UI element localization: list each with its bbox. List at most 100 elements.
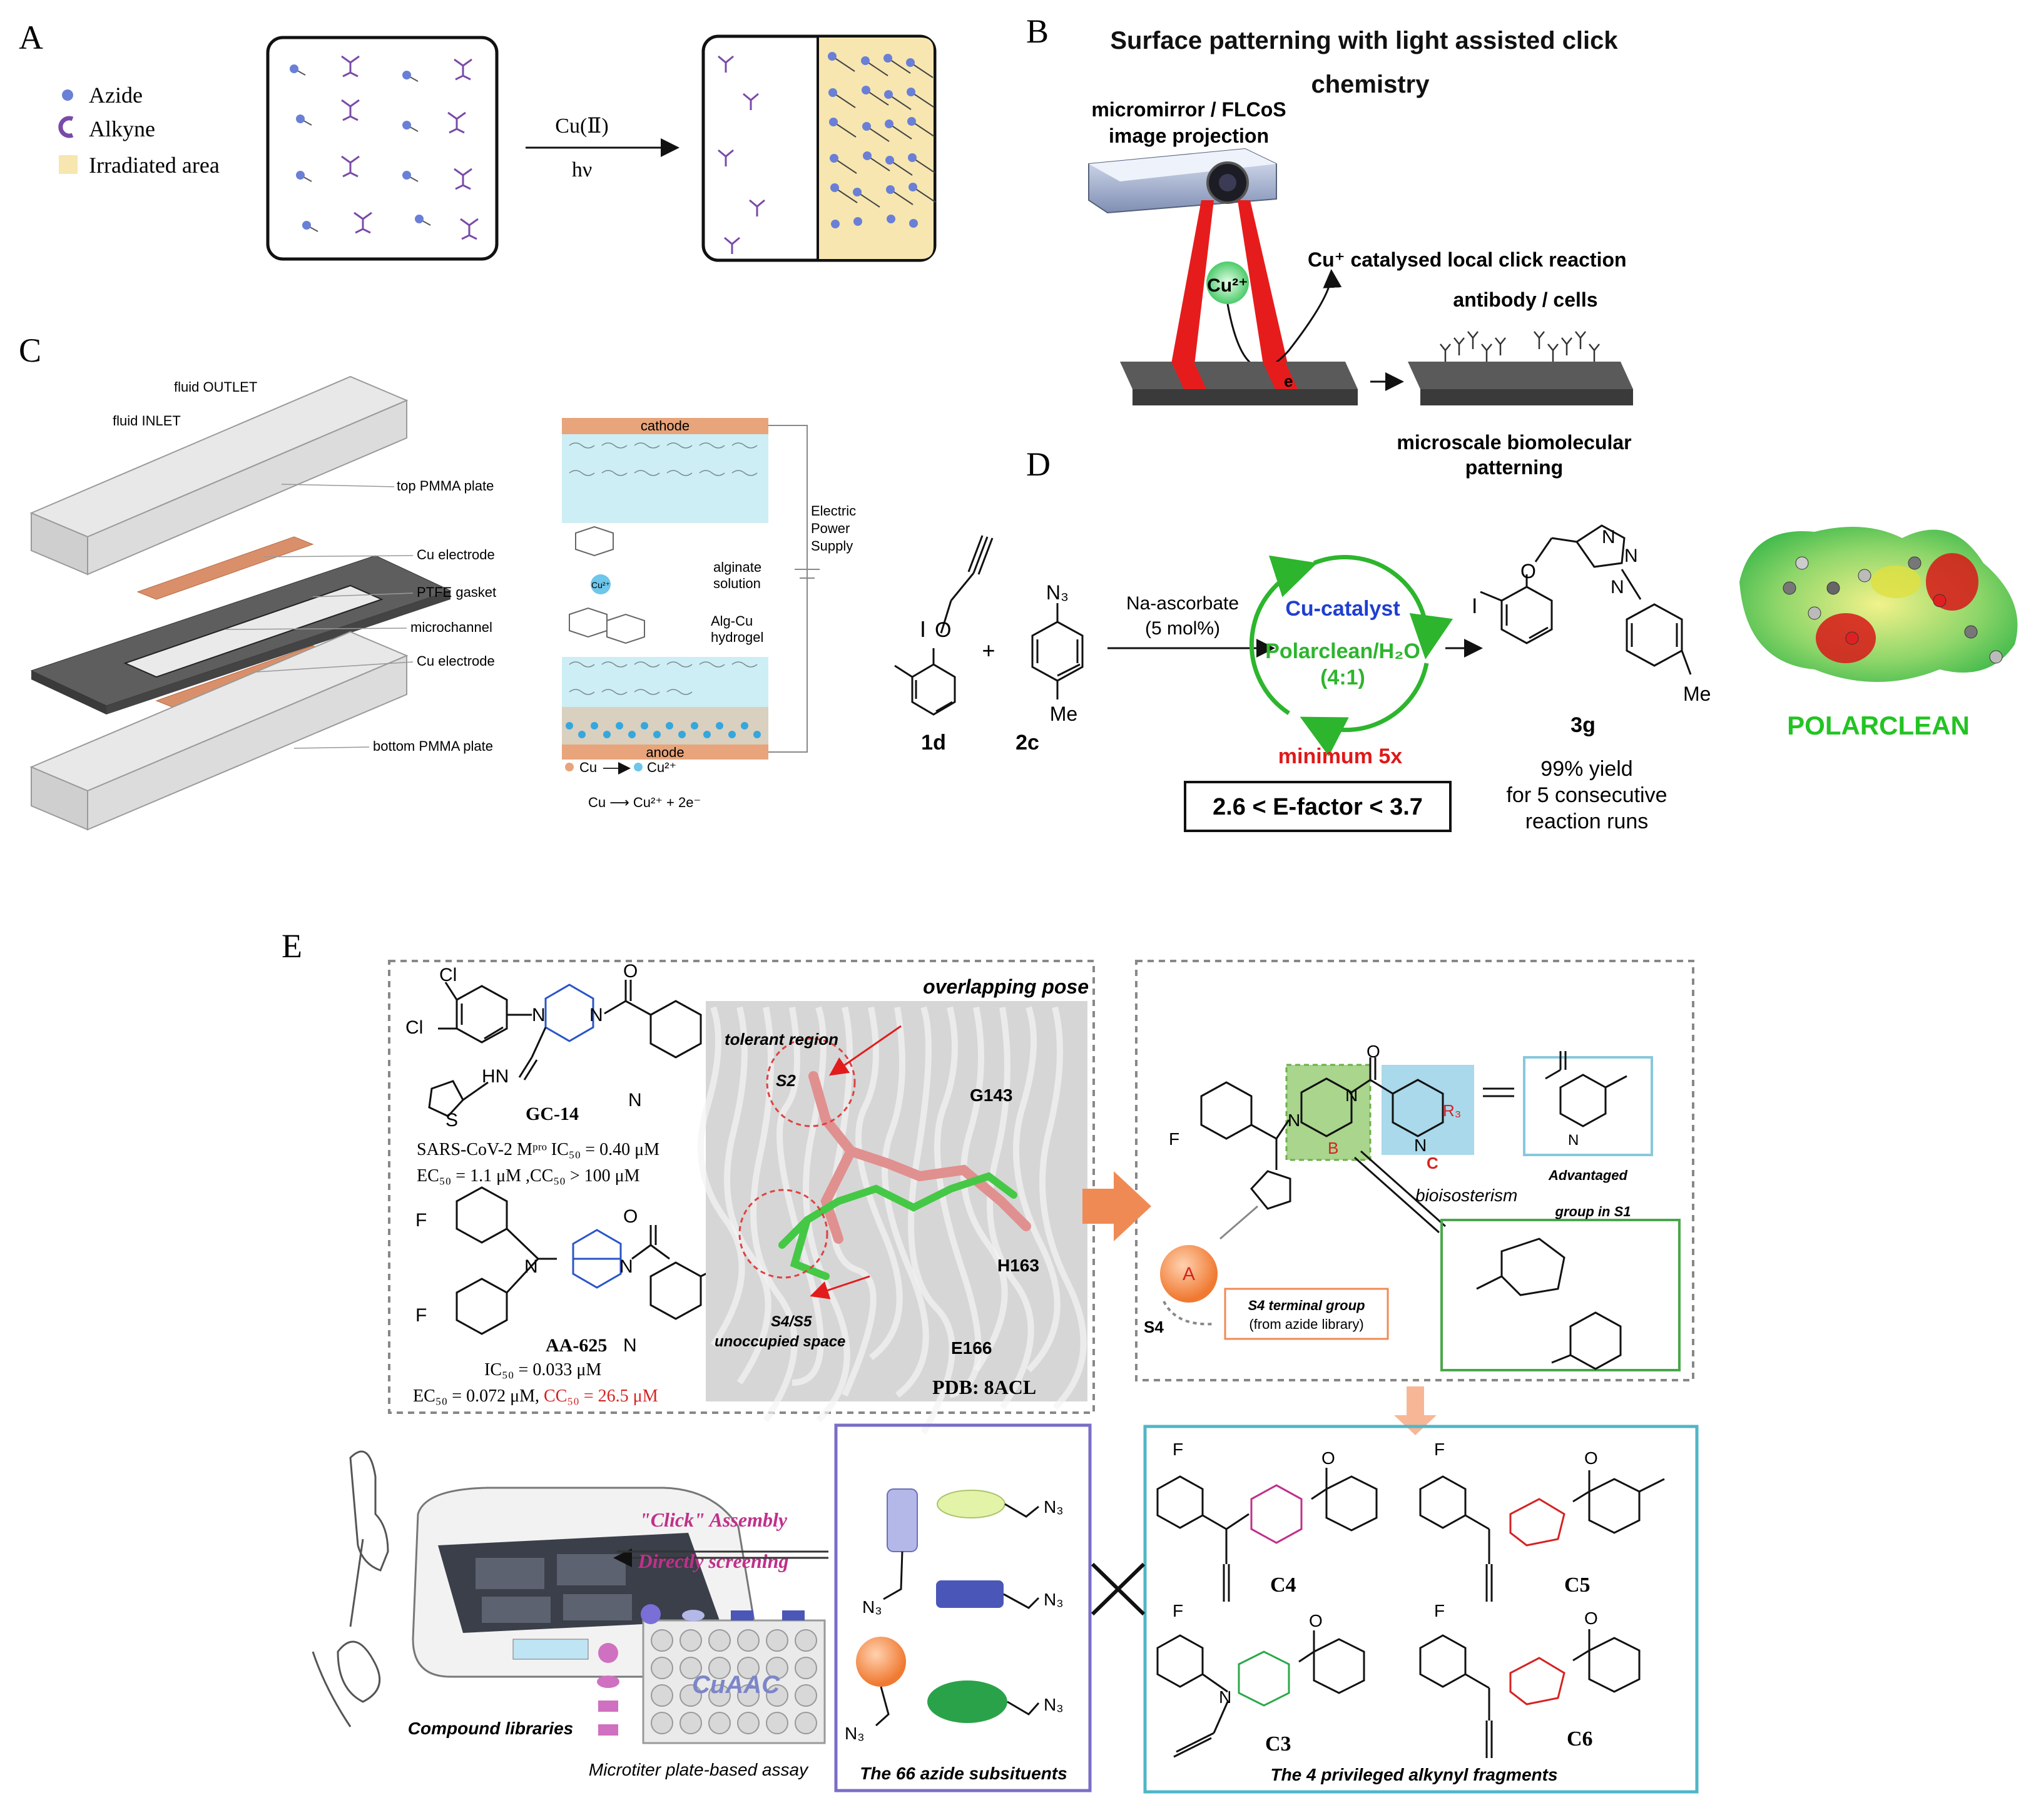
- legend-cu: Cu: [579, 760, 597, 775]
- design-f: F: [1169, 1129, 1179, 1149]
- reagent-cu: Cu(Ⅱ): [555, 114, 608, 138]
- aa625-structure: [456, 1186, 726, 1335]
- overlapping-pose-label: overlapping pose: [923, 975, 1089, 998]
- projector-icon: [1088, 148, 1277, 214]
- s2-label: S2: [776, 1071, 796, 1090]
- label-n-3g-a: N: [1602, 527, 1616, 547]
- svg-text:EC₅₀ = 0.072 μM, CC₅₀ = 26.5 μ: EC₅₀ = 0.072 μM, CC₅₀ = 26.5 μM: [413, 1386, 658, 1406]
- power-label-2: Power: [811, 521, 850, 536]
- aa625-cc50: CC₅₀ = 26.5 μM: [544, 1386, 658, 1406]
- azide-box-label: The 66 azide subsituents: [860, 1764, 1067, 1783]
- aa625-f-1: F: [415, 1210, 427, 1231]
- compound-1d: [894, 535, 994, 716]
- microtiter-plate: [642, 1619, 826, 1744]
- plus-sign: +: [982, 638, 995, 663]
- label-1d: 1d: [921, 731, 946, 755]
- design-n-1: N: [1288, 1111, 1300, 1130]
- azide-ball-icon: [856, 1637, 906, 1687]
- label-me-3g: Me: [1683, 683, 1711, 705]
- lead-compounds-box: [388, 960, 1095, 1414]
- panel-c: fluid OUTLET fluid INLET top PMMA plate …: [29, 375, 856, 831]
- electrochemical-cell: cathode anode Electric Power Supply algi…: [562, 418, 856, 810]
- advantaged-label-1: Advantaged: [1548, 1167, 1627, 1183]
- advantaged-group-box: [1523, 1056, 1653, 1156]
- gc14-n-3: N: [628, 1090, 642, 1111]
- antibody-cluster: [1440, 331, 1600, 362]
- projector-label-1: micromirror / FLCoS: [1091, 98, 1286, 121]
- fluid-inlet-label: fluid INLET: [113, 413, 181, 429]
- gc14-cl-1: Cl: [439, 965, 457, 985]
- h163-label: H163: [997, 1256, 1039, 1275]
- power-label-3: Supply: [811, 538, 853, 554]
- reagent-mol: (5 mol%): [1145, 618, 1220, 639]
- s4s5-label-1: S4/S5: [771, 1313, 812, 1330]
- alkynyl-box-label: The 4 privileged alkynyl fragments: [1270, 1765, 1557, 1784]
- slide-top-right: [1408, 362, 1633, 389]
- condition-hv: hν: [572, 158, 592, 181]
- power-label-1: Electric: [811, 503, 856, 519]
- legend-cu2: Cu²⁺: [647, 760, 676, 775]
- alginate-label-1: alginate: [713, 559, 761, 575]
- crosslinked-network: [718, 52, 936, 254]
- cu-ion-icon: [591, 574, 611, 594]
- s4s5-label-2: unoccupied space: [715, 1333, 845, 1350]
- pattern-stripe-2: [1263, 362, 1298, 389]
- panel-letter-d: D: [1026, 445, 1051, 483]
- gc14-o: O: [623, 961, 638, 982]
- design-n-2: N: [1345, 1085, 1358, 1105]
- site-a-ball: [1160, 1245, 1218, 1303]
- pdb-label: PDB: 8ACL: [932, 1376, 1036, 1398]
- label-me-2c: Me: [1050, 703, 1077, 725]
- site-a-label: A: [1183, 1264, 1195, 1284]
- cathode-label: cathode: [641, 418, 690, 434]
- alkynyl-fragment-box: [1143, 1425, 1699, 1794]
- azide-capsule-icon: [887, 1488, 918, 1552]
- yield-1: 99% yield: [1540, 757, 1632, 781]
- gc14-activity-1: SARS-CoV-2 Mᵖʳᵒ IC₅₀ = 0.40 μM: [417, 1140, 659, 1159]
- legend-azide: Azide: [89, 83, 143, 108]
- gc14-n-2: N: [589, 1005, 603, 1025]
- design-arrow: [1082, 1171, 1151, 1241]
- compound-2c: [1031, 603, 1084, 699]
- aa625-activity-2a: EC₅₀ = 0.072 μM,: [413, 1386, 544, 1406]
- c5-f: F: [1434, 1440, 1445, 1459]
- c3-label: C3: [1265, 1732, 1291, 1756]
- azide-legend-icon: [62, 89, 73, 101]
- pattern-stripe-1: [1171, 362, 1206, 389]
- legend-equation: Cu ⟶ Cu²⁺ + 2e⁻: [588, 795, 701, 810]
- patterning-label-1: microscale biomolecular: [1397, 431, 1631, 454]
- bottom-plate-label: bottom PMMA plate: [373, 738, 493, 754]
- panel-e: [312, 960, 1699, 1794]
- gc14-structure: [428, 980, 702, 1117]
- aa625-o: O: [623, 1206, 638, 1227]
- azide-n3-3: N₃: [1044, 1695, 1064, 1714]
- azide-library-box: [834, 1423, 1092, 1792]
- panel-letter-a: A: [19, 19, 43, 56]
- directly-screening-label: Directly screening: [638, 1550, 789, 1572]
- panel-b-title-2: chemistry: [1311, 71, 1430, 98]
- electron-label: e: [1284, 372, 1293, 390]
- s4-terminal-box: [1224, 1288, 1389, 1340]
- recycle-arc-3: [1249, 555, 1318, 715]
- aa625-n-1: N: [524, 1256, 538, 1277]
- ptfe-gasket: [30, 555, 452, 714]
- compound-libraries-label: Compound libraries: [408, 1719, 573, 1738]
- projector-label-2: image projection: [1109, 125, 1269, 147]
- gc14-n-1: N: [532, 1005, 546, 1025]
- polarclean-esp-map: [1739, 527, 2018, 682]
- anode-label: anode: [646, 745, 684, 760]
- c3-n: N: [1219, 1687, 1231, 1707]
- aa625-n-2: N: [619, 1256, 633, 1277]
- cross-line-2: [1091, 1562, 1146, 1616]
- alkyne-legend-icon: [58, 116, 74, 138]
- gc14-label: GC-14: [526, 1104, 579, 1124]
- minimum-label: minimum 5x: [1278, 745, 1402, 768]
- patterning-label-2: patterning: [1465, 456, 1563, 479]
- bioisosterism-label: bioisosterism: [1415, 1186, 1517, 1205]
- bioisostere-structures: [1476, 1238, 1622, 1370]
- recycle-arc-1: [1313, 555, 1453, 659]
- microchannel-cutout: [123, 584, 384, 678]
- aa625-label: AA-625: [546, 1335, 607, 1356]
- s4-label: S4: [1144, 1318, 1164, 1336]
- yield-3: reaction runs: [1525, 810, 1649, 833]
